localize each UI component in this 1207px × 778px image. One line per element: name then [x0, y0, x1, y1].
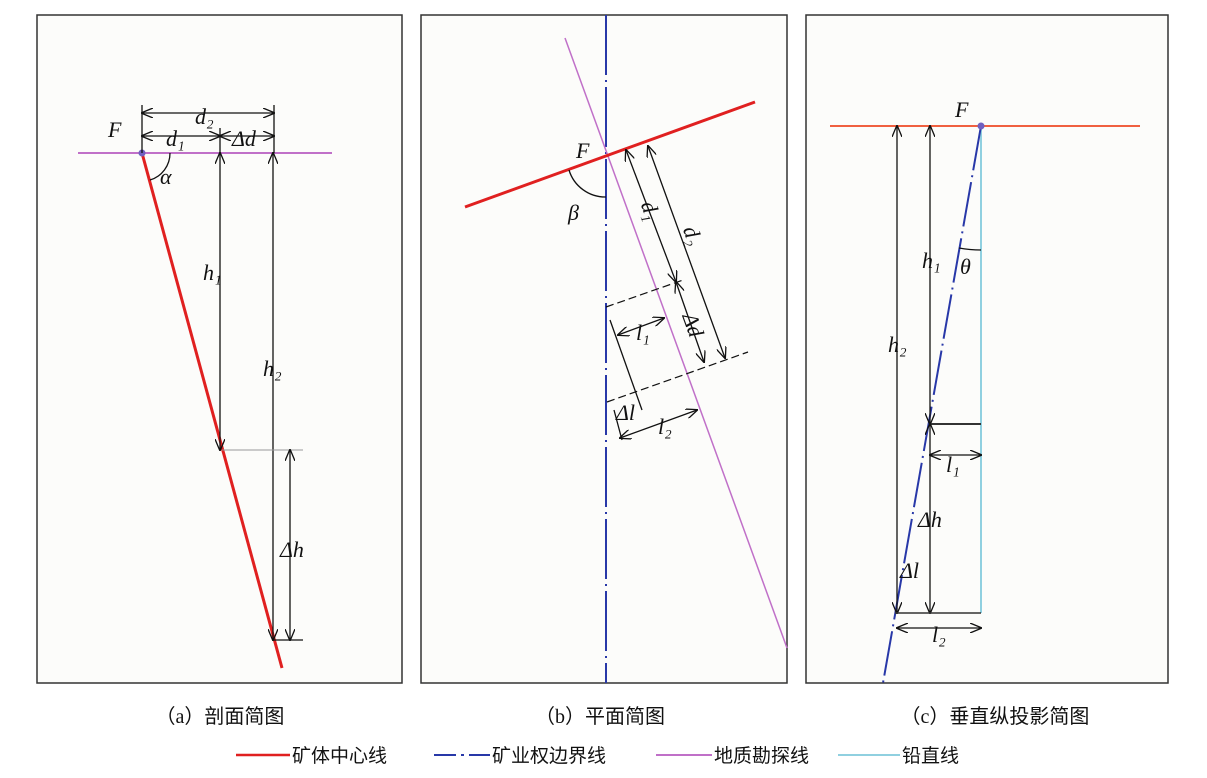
- legend-boundary: 矿业权边界线: [492, 745, 606, 767]
- l1-dimension: [618, 318, 664, 335]
- label-l1: l₁: [636, 320, 650, 345]
- label-theta: θ: [960, 254, 971, 279]
- delta-d-dimension: [676, 282, 704, 362]
- ore-center-line: [140, 152, 284, 669]
- label-alpha: α: [160, 164, 172, 189]
- label-h2: h₂: [263, 356, 282, 381]
- label-delta-l: Δl: [899, 558, 919, 583]
- label-delta-d: Δd: [231, 126, 257, 151]
- label-beta: β: [567, 200, 579, 225]
- legend: 矿体中心线 矿业权边界线 地质勘探线 铅直线: [236, 745, 959, 767]
- l2-dimension: [620, 410, 697, 438]
- label-l1: l₁: [946, 452, 960, 477]
- caption-b: （b）平面简图: [535, 705, 665, 728]
- label-f: F: [575, 138, 590, 163]
- label-d2: d₂: [195, 104, 214, 129]
- label-l2: l₂: [658, 414, 672, 439]
- panel-b-plan: F β d₁ d₂ Δd l₁ Δl l₂: [420, 14, 788, 684]
- panel-a-section: F d₂ d₁ Δd α h₁ h₂ Δh: [36, 14, 403, 684]
- label-d1: d₁: [166, 126, 185, 151]
- panel-c-vertical-projection: F θ h₁ h₂ l₁ Δh Δl l₂: [805, 14, 1169, 684]
- legend-plumb: 铅直线: [902, 745, 959, 767]
- caption-a: （a）剖面简图: [156, 705, 285, 728]
- d2-dimension: [648, 146, 725, 358]
- label-delta-h: Δh: [279, 537, 304, 562]
- ore-center-line: [464, 100, 756, 209]
- caption-c: （c）垂直纵投影简图: [901, 705, 1090, 728]
- label-h1: h₁: [922, 248, 941, 273]
- point-f: [977, 122, 985, 130]
- label-h2: h₂: [888, 332, 907, 357]
- label-l2: l₂: [932, 622, 946, 647]
- label-f: F: [954, 97, 969, 122]
- label-delta-h: Δh: [917, 507, 942, 532]
- legend-exploration: 地质勘探线: [714, 745, 809, 767]
- label-delta-l: Δl: [615, 400, 635, 425]
- label-f: F: [107, 117, 122, 142]
- legend-ore: 矿体中心线: [292, 745, 387, 767]
- label-h1: h₁: [203, 260, 222, 285]
